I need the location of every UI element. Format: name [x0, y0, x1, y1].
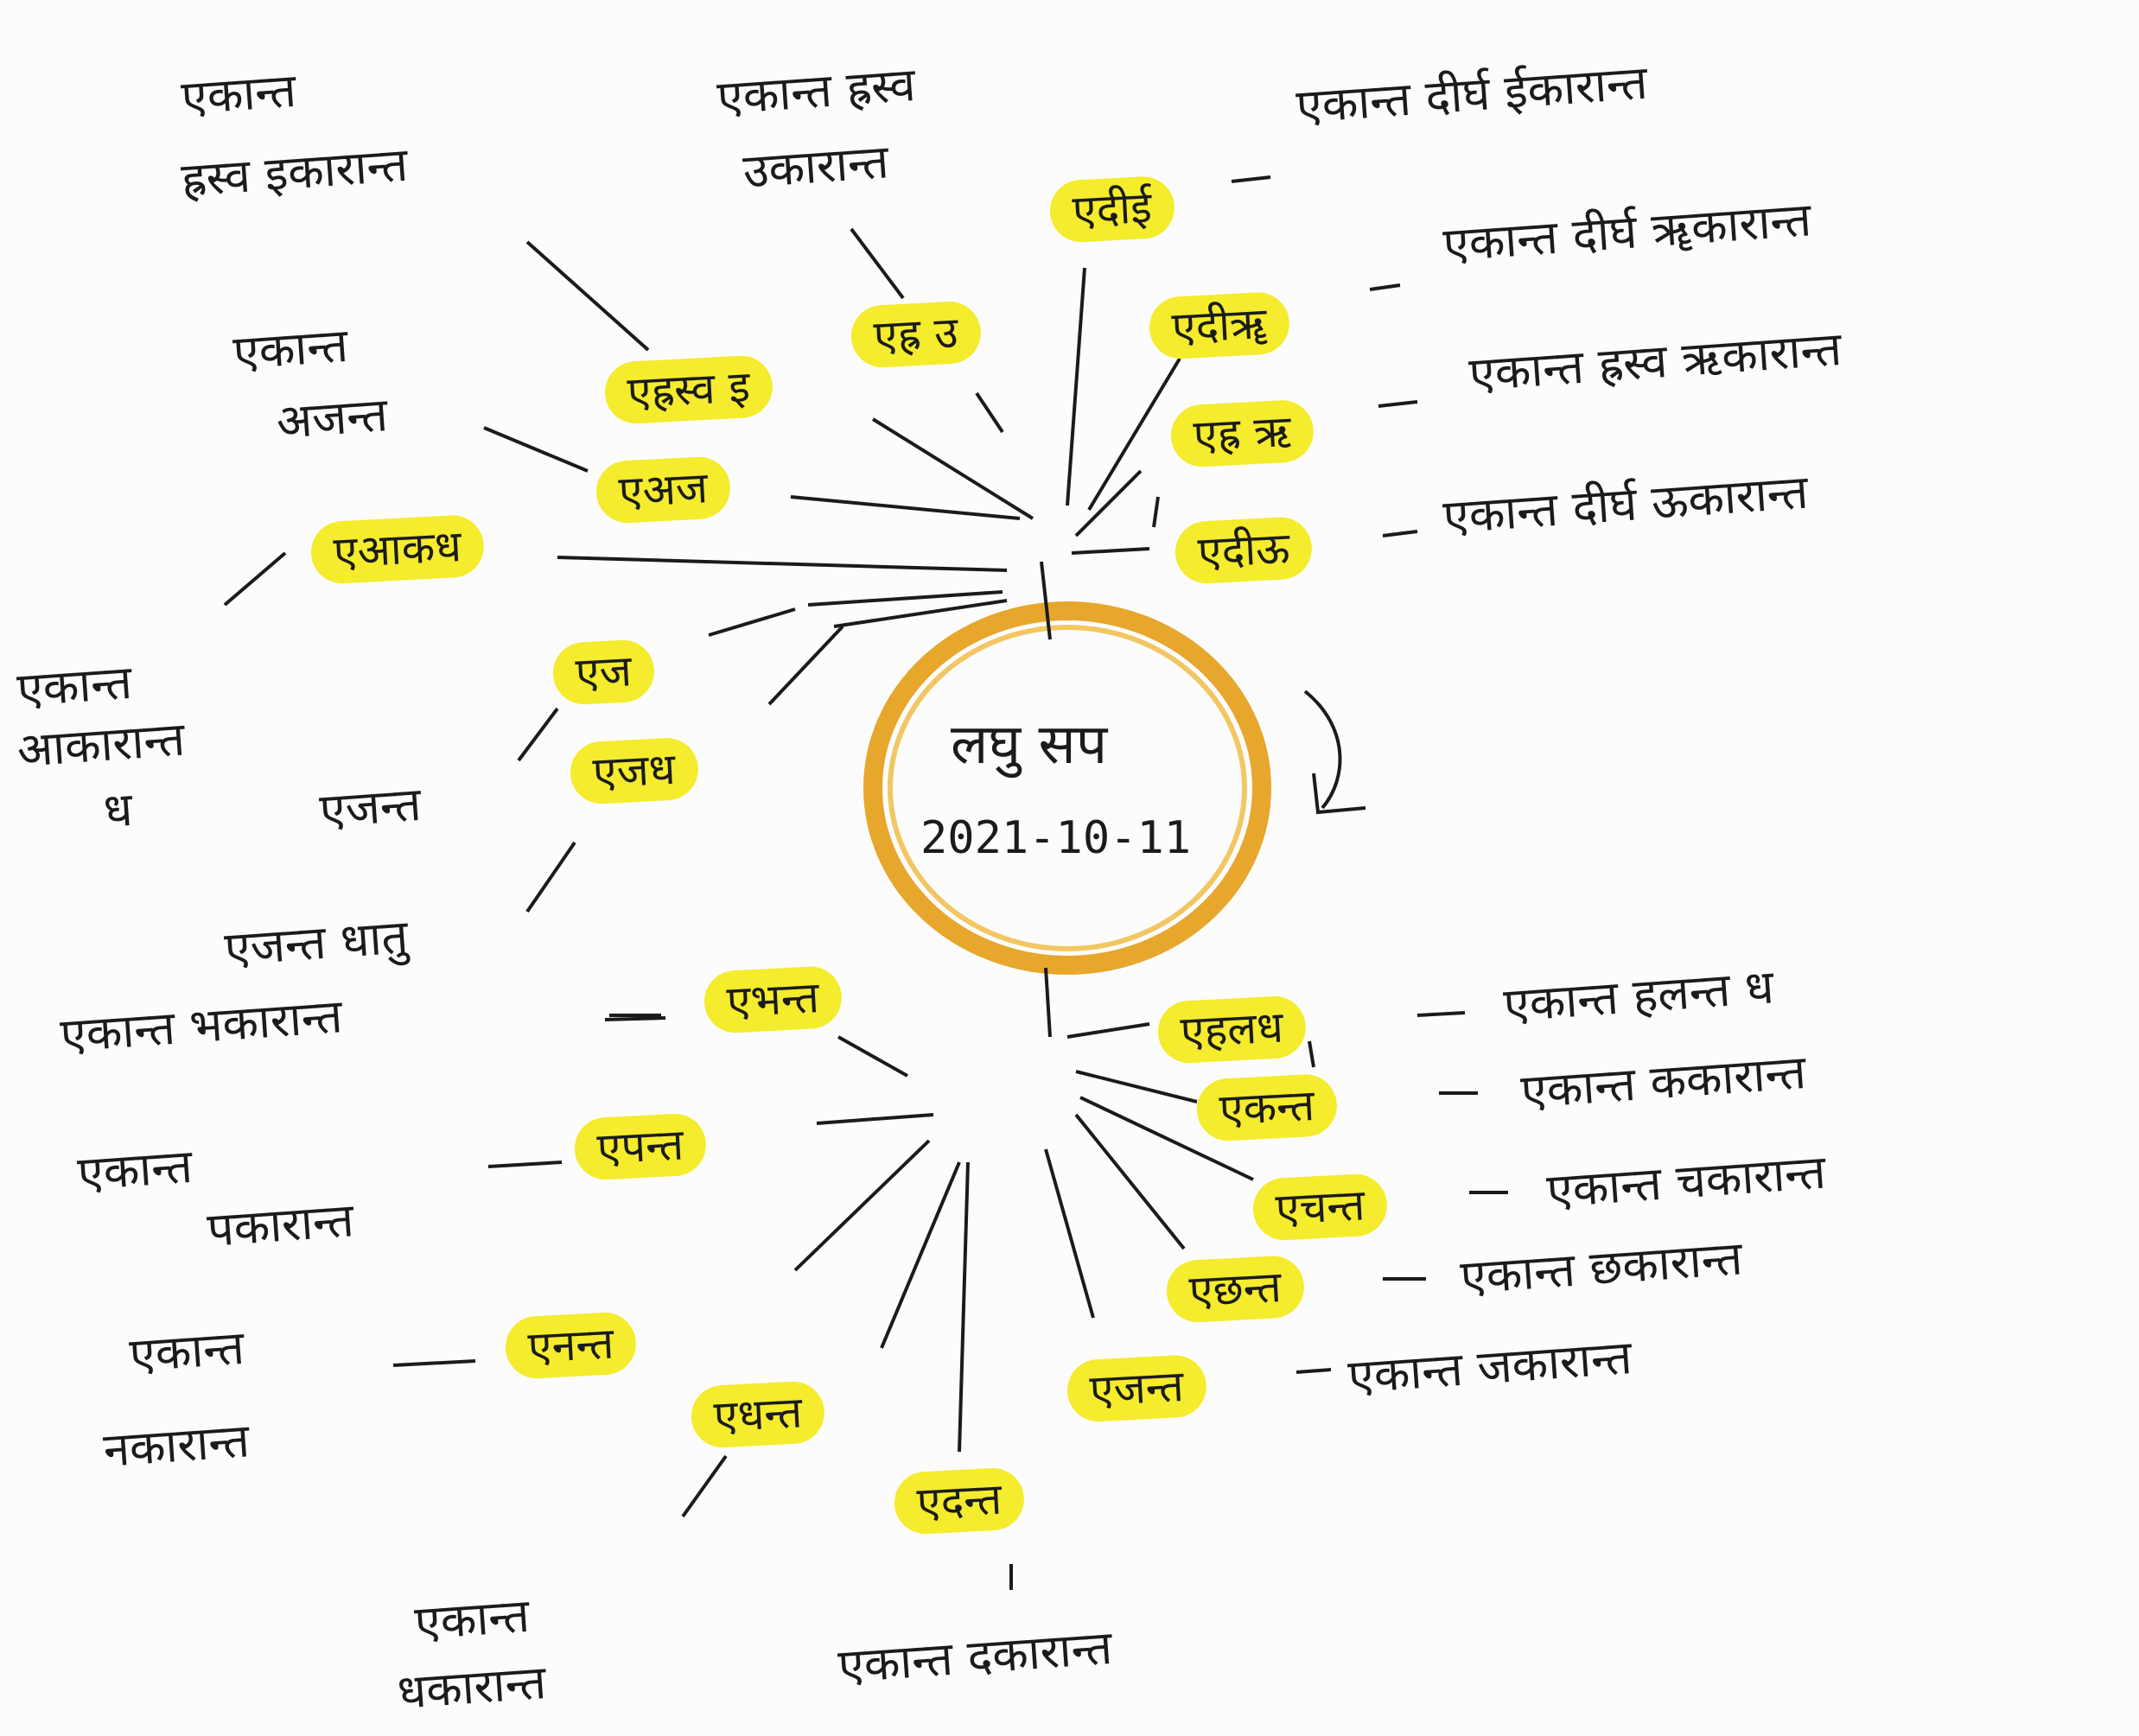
desc-ejadha: एजन्त धातु	[222, 909, 411, 976]
desc-panta-1: एकान्त	[75, 1138, 194, 1201]
lead-dhanta	[681, 1454, 728, 1518]
spoke-6b	[1044, 1148, 1095, 1319]
spoke-4	[1087, 357, 1181, 512]
spoke-hrasva-u	[850, 227, 905, 300]
label-panta: एपन्त	[573, 1112, 708, 1181]
lead-ejadha	[525, 841, 576, 913]
spoke-bhanta	[837, 1035, 908, 1078]
center-circle	[863, 601, 1271, 975]
spoke-akaranta	[557, 556, 1008, 572]
desc-hrasva-i-1: एकान्त	[179, 62, 298, 125]
upper-trunk	[1040, 561, 1052, 640]
desc-hrasva-u-1: एकान्त ह्रस्व	[715, 57, 918, 125]
arrow-head-icon	[1312, 773, 1366, 815]
desc-nanta-2: नकारान्त	[101, 1413, 251, 1478]
desc-nanta-1: एकान्त	[127, 1319, 246, 1383]
label-halantadha: एहलध	[1156, 995, 1308, 1065]
desc-dhanta-2: धकारान्त	[395, 1655, 548, 1720]
label-bhanta: एभन्त	[703, 964, 844, 1034]
desc-eja: एजन्त	[317, 776, 423, 838]
label-ejadha: एजध	[569, 736, 700, 805]
label-eja: एज	[551, 638, 656, 706]
spoke-3	[1066, 267, 1086, 506]
spoke-dhanta	[880, 1161, 961, 1349]
label-hrasva-i: एह्रस्व इ	[603, 353, 774, 425]
dash-janta	[1295, 1368, 1332, 1374]
lead-akaranta	[223, 551, 287, 607]
spoke-6	[1071, 547, 1150, 555]
dash-dirgha-rr	[1369, 283, 1401, 291]
label-dirgha-rr: एदीॠ	[1148, 290, 1291, 360]
arrow-up	[1152, 496, 1160, 528]
label-dirgha-ii: एदीई	[1048, 175, 1176, 244]
spoke-ajanta	[790, 495, 1021, 520]
label-chanta: एचन्त	[1251, 1172, 1389, 1242]
spoke-2	[871, 417, 1034, 520]
spoke-chhanta	[1074, 1113, 1186, 1250]
label-hrasva-r: एह्र ऋ	[1169, 398, 1315, 468]
center-circle-inner	[888, 625, 1247, 951]
label-janta: एजन्त	[1066, 1353, 1208, 1423]
desc-akaranta-2: आकारान्त	[15, 711, 187, 778]
spoke-halanta	[1066, 1022, 1150, 1039]
lead-bhanta	[604, 1016, 666, 1021]
lower-trunk	[1044, 967, 1052, 1038]
desc-ajanta-2: अजन्त	[274, 387, 390, 449]
label-kanta: एकन्त	[1195, 1072, 1339, 1142]
lead-ajanta	[483, 426, 589, 473]
curved-arrow-icon	[1303, 690, 1342, 810]
label-chhanta: एछन्त	[1165, 1254, 1306, 1324]
label-nanta: एनन्त	[504, 1311, 638, 1380]
spoke-ejadha	[767, 625, 844, 706]
spoke-eja	[708, 607, 796, 637]
label-danta: एदन्त	[893, 1466, 1026, 1536]
desc-dhanta-1: एकान्त	[412, 1587, 532, 1650]
spoke-danta	[958, 1161, 970, 1453]
label-akaranta: एआकध	[309, 513, 486, 585]
desc-ajanta-1: एकान्त	[231, 317, 350, 380]
center-date: 2021-10-11	[920, 812, 1192, 864]
desc-akaranta-3: ध	[101, 781, 135, 838]
label-dhanta: एधन्त	[690, 1379, 826, 1449]
lead-nanta	[392, 1359, 476, 1367]
dash-dirgha-u	[1382, 530, 1418, 537]
spoke-panta	[816, 1113, 934, 1125]
spoke-kanta	[1075, 1070, 1198, 1103]
spoke-1	[975, 391, 1004, 434]
label-ajanta: एअज	[595, 455, 732, 525]
dash-hrasva-r	[1378, 400, 1418, 408]
label-hrasva-u: एह्र उ	[850, 300, 983, 369]
spoke-chanta	[1079, 1096, 1254, 1181]
lead-eja	[517, 707, 559, 762]
spoke-ejadha-b	[833, 599, 1008, 628]
center-title: लघु सप	[951, 713, 1108, 777]
spoke-eja-b	[807, 590, 1003, 607]
lead-panta	[487, 1161, 563, 1168]
spoke-5	[1074, 469, 1143, 537]
label-dirgha-u: एदीऊ	[1174, 515, 1315, 585]
spoke-nanta	[793, 1139, 931, 1272]
halanta-check	[1308, 1040, 1315, 1068]
desc-hrasva-u-2: उकारान्त	[741, 134, 891, 199]
dash-halanta	[1416, 1011, 1466, 1017]
desc-panta-2: पकारान्त	[205, 1192, 356, 1257]
spoke-hrasva-i	[525, 240, 650, 352]
dash-dirgha-ii	[1231, 175, 1271, 183]
